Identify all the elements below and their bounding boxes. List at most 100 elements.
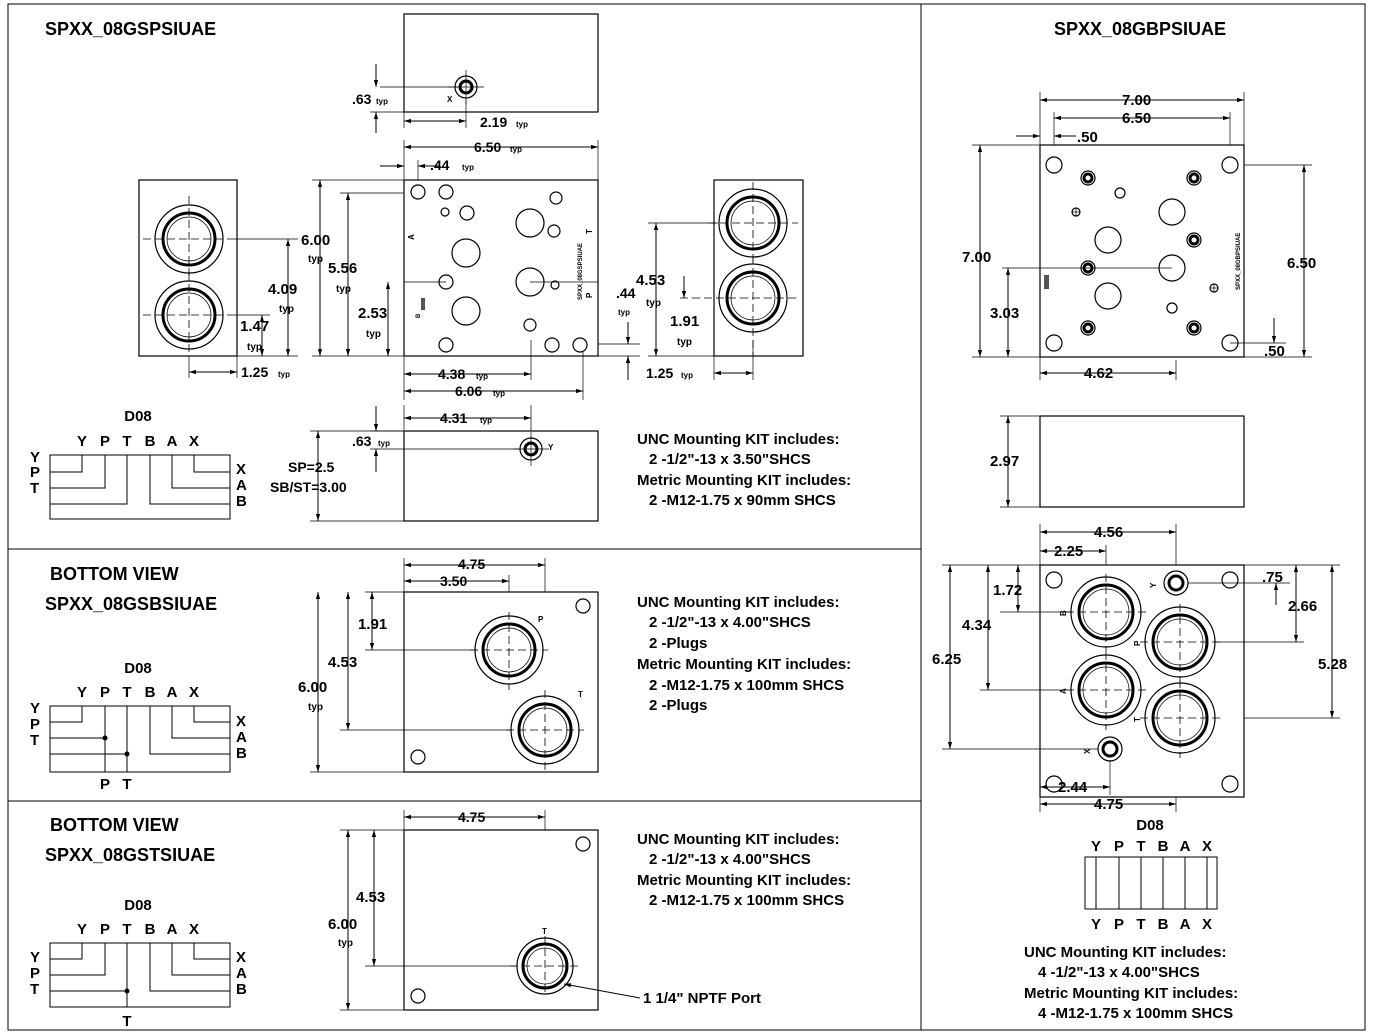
d08-label: D08 <box>1136 817 1164 834</box>
dim-191-mid: 1.91 <box>358 616 387 633</box>
port-letter: P <box>100 433 110 450</box>
main-plate-left-dims: 6.00 typ 5.56 typ 2.53 typ <box>301 179 404 357</box>
port-letter: T <box>30 732 39 749</box>
port-letter: A <box>1180 838 1191 855</box>
dim-475-right: 4.75 <box>1094 796 1123 813</box>
side-view-top: X .63 typ 2.19 typ <box>352 13 599 133</box>
port-letter: B <box>236 981 247 998</box>
dim-556-typ: 5.56 <box>328 260 357 277</box>
port-b-label: B <box>416 313 422 318</box>
typ-label: typ <box>366 329 381 340</box>
plate-part-mark: SPXX_08GSPSIUAE <box>578 243 584 300</box>
port-letter: P <box>1114 916 1124 933</box>
dim-431-typ: 4.31 <box>440 410 467 426</box>
port-note: 1 1/4" NPTF Port <box>643 990 761 1007</box>
port-letter: P <box>100 684 110 701</box>
kit-line: Metric Mounting KIT includes: <box>637 472 851 489</box>
plate-mid: 4.75 3.50 P T 1.91 4.53 6.00 typ <box>298 556 599 773</box>
port-letter: X <box>1202 916 1212 933</box>
dim-191-typ: 1.91 <box>670 313 699 330</box>
port-letter: A <box>236 477 247 494</box>
port-letter: X <box>189 921 199 938</box>
typ-label: typ <box>378 439 390 448</box>
title-mid-view: BOTTOM VIEW <box>50 564 179 584</box>
port-letter: A <box>167 433 178 450</box>
kit-line: 2 -M12-1.75 x 90mm SHCS <box>649 492 836 509</box>
port-letter: A <box>1180 916 1191 933</box>
dim-600-typ: 6.00 <box>301 232 330 249</box>
typ-label: typ <box>308 254 323 265</box>
dim-266: 2.66 <box>1288 598 1317 615</box>
dim-475-bot: 4.75 <box>458 809 485 825</box>
kit-line: 2 -M12-1.75 x 100mm SHCS <box>649 677 844 694</box>
port-y-label: Y <box>548 443 554 452</box>
dim-350-mid: 3.50 <box>440 573 467 589</box>
plate-bot: 4.75 T 1 1/4" NPTF Port 4.53 6.00 typ <box>328 809 761 1011</box>
dim-sbst: SB/ST=3.00 <box>270 479 347 495</box>
port-letter: P <box>30 716 40 733</box>
port-a-label-right: A <box>1059 688 1068 694</box>
port-letter: X <box>1202 838 1212 855</box>
dim-044-typ: .44 <box>430 157 450 173</box>
dim-475-mid: 4.75 <box>458 556 485 572</box>
port-letter: X <box>189 684 199 701</box>
typ-label: typ <box>681 371 693 380</box>
typ-label: typ <box>308 702 323 713</box>
typ-label: typ <box>618 308 630 317</box>
dim-225: 2.25 <box>1054 543 1083 560</box>
side-view-left: 4.09 typ 1.47 typ 1.25 typ <box>138 179 298 380</box>
typ-label: typ <box>677 337 692 348</box>
typ-label: typ <box>338 938 353 949</box>
port-letter: A <box>236 729 247 746</box>
port-letter: P <box>1114 838 1124 855</box>
d08-label: D08 <box>124 660 152 677</box>
dim-044-typ-right: .44 <box>616 285 636 301</box>
kit-top: UNC Mounting KIT includes: 2 -1/2"-13 x … <box>637 431 851 509</box>
typ-label: typ <box>646 298 661 309</box>
port-letter: Y <box>30 700 40 717</box>
kit-line: 2 -1/2"-13 x 4.00"SHCS <box>649 851 811 868</box>
dim-125-typ-left: 1.25 <box>241 364 268 380</box>
port-letter: Y <box>1091 916 1101 933</box>
dim-253-typ: 2.53 <box>358 305 387 322</box>
port-letter: Y <box>77 433 87 450</box>
port-letter: T <box>122 1013 131 1030</box>
kit-line: 4 -1/2"-13 x 4.00"SHCS <box>1038 964 1200 981</box>
dim-063-typ-bottom: .63 <box>352 433 372 449</box>
d08-schematic-bot: D08 Y P T B A X Y P T X A B T <box>30 897 247 1030</box>
dim-297: 2.97 <box>990 453 1019 470</box>
dim-462: 4.62 <box>1084 365 1113 382</box>
dim-409-typ: 4.09 <box>268 281 297 298</box>
typ-label: typ <box>279 304 294 315</box>
dim-600-mid: 6.00 <box>298 679 327 696</box>
port-letter: P <box>100 921 110 938</box>
title-bot-view: BOTTOM VIEW <box>50 815 179 835</box>
port-letter: X <box>236 461 246 478</box>
kit-line: 2 -Plugs <box>649 697 707 714</box>
port-letter: B <box>1158 916 1169 933</box>
port-letter: P <box>100 776 110 793</box>
port-letter: B <box>236 493 247 510</box>
typ-label: typ <box>278 370 290 379</box>
kit-bot: UNC Mounting KIT includes: 2 -1/2"-13 x … <box>637 831 851 909</box>
kit-line: UNC Mounting KIT includes: <box>637 831 839 848</box>
port-p-label: P <box>585 292 594 298</box>
port-letter: Y <box>77 684 87 701</box>
kit-line: 2 -Plugs <box>649 635 707 652</box>
dim-453-typ: 4.53 <box>636 272 665 289</box>
port-letter: X <box>189 433 199 450</box>
dim-438-typ: 4.38 <box>438 366 465 382</box>
kit-line: Metric Mounting KIT includes: <box>637 656 851 673</box>
typ-label: typ <box>493 389 505 398</box>
port-letter: Y <box>30 949 40 966</box>
port-letter: T <box>122 684 131 701</box>
typ-label: typ <box>247 342 262 353</box>
title-bot-part: SPXX_08GSTSIUAE <box>45 845 215 865</box>
port-letter: X <box>236 949 246 966</box>
port-t-label-right: T <box>1133 717 1142 722</box>
side-view-bottom: 4.31 typ Y .63 typ SP=2.5 SB/ST=3.00 <box>270 405 599 522</box>
dim-050-bottom: .50 <box>1264 343 1285 360</box>
typ-label: typ <box>462 163 474 172</box>
port-letter: P <box>30 965 40 982</box>
